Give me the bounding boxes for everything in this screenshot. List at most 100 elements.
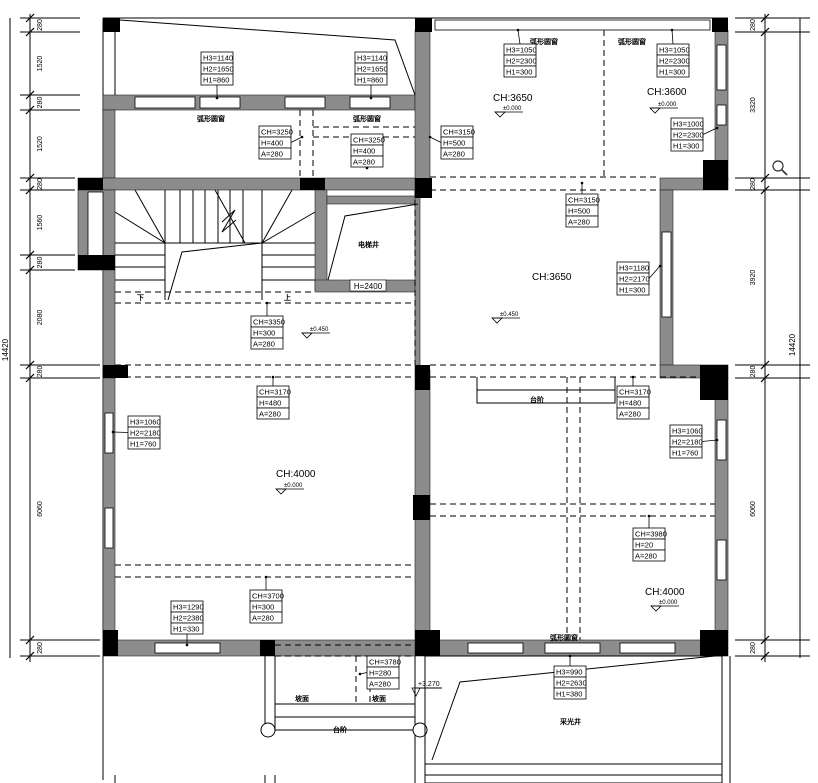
tag-anchor-dot: [111, 430, 115, 434]
level-mark: ±0.000: [650, 600, 679, 612]
tag-row: H=480: [259, 399, 281, 408]
dimension-label: 280: [750, 19, 757, 31]
tag-row: H2=2180: [130, 429, 161, 438]
dimension-label: 1520: [37, 56, 44, 72]
tag-row: H3=1060: [672, 427, 703, 436]
tag-row: H3=1060: [130, 418, 161, 427]
tag-cell: [440, 147, 474, 160]
tag-row: H3=1050: [659, 46, 690, 55]
tag-row: H2=1650: [203, 65, 234, 74]
tag-row: A=280: [568, 218, 590, 227]
tag-row: A=280: [261, 150, 283, 159]
tag-row: CH=3350: [253, 318, 285, 327]
level-triangle-icon: [491, 317, 503, 324]
tag-row: H=400: [261, 139, 283, 148]
tag-row: H=500: [443, 139, 465, 148]
tag-row: H2=2300: [506, 57, 537, 66]
dimension-label: 1520: [37, 136, 44, 152]
tag-row: A=280: [635, 552, 657, 561]
dimension-label: 6060: [750, 501, 757, 517]
tag-leader-line: [112, 431, 129, 433]
level-label: ±0.450: [500, 312, 519, 318]
tag-row: H1=860: [357, 76, 383, 85]
magnifier-icon[interactable]: [772, 160, 788, 176]
tag-anchor-dot: [647, 514, 651, 518]
tag-cell: [366, 677, 400, 690]
tag-row: CH=3250: [261, 128, 293, 137]
arc-window-label: 弧形圆窗: [550, 633, 578, 642]
tag-row: A=280: [253, 340, 275, 349]
tag-row: A=280: [443, 150, 465, 159]
tag-anchor-dot: [271, 375, 275, 379]
tag-cell: [258, 147, 292, 160]
tag-anchor-dot: [580, 181, 584, 185]
tag-cell: [250, 337, 284, 350]
tag-row: H3=1000: [673, 120, 704, 129]
tag-cell: [503, 65, 537, 78]
left-total-dimension: 14420: [1, 338, 10, 361]
tag-cell: [670, 139, 704, 152]
tag-row: CH=3700: [252, 592, 284, 601]
tag-row: H1=300: [619, 286, 645, 295]
arc-window-label: 弧形圆窗: [618, 37, 646, 46]
room-ceiling-height: CH:3650: [493, 93, 533, 104]
tag-anchor-dot: [715, 126, 719, 130]
tag-row: A=280: [619, 410, 641, 419]
dimension-label: 280: [750, 642, 757, 654]
dimension-label: 280: [37, 19, 44, 31]
tag-cell: [553, 687, 587, 700]
level-triangle-icon: [650, 605, 662, 612]
tag-row: H1=300: [659, 68, 685, 77]
porch-level-mark: +3.270: [411, 681, 442, 697]
tag-anchor-dot: [265, 301, 269, 305]
tag-cell: [616, 407, 650, 420]
staircase: [114, 189, 419, 301]
level-label: ±0.000: [284, 483, 303, 489]
tag-leader-line: [517, 29, 521, 45]
tag-row: H=500: [568, 207, 590, 216]
tag-leader-line: [701, 439, 718, 442]
level-triangle-icon: [649, 107, 661, 114]
tag-anchor-dot: [715, 438, 719, 442]
tag-row: H=480: [619, 399, 641, 408]
tag-leader-line: [429, 136, 442, 143]
tag-row: H3=1180: [619, 264, 649, 273]
interior-steps: [476, 377, 616, 404]
tag-leader-line: [290, 136, 303, 143]
tag-anchor-dot: [631, 375, 635, 379]
tag-cell: [127, 437, 161, 450]
tag-row: H3=990: [556, 668, 582, 677]
tag-anchor-dot: [215, 96, 219, 100]
arc-window-label: 弧形圆窗: [530, 37, 558, 46]
tag-leader-line: [671, 29, 674, 45]
tag-row: H2=2630: [556, 679, 587, 688]
extension-lines: [20, 17, 810, 657]
tag-anchor-dot: [369, 96, 373, 100]
tag-cell: [170, 622, 204, 635]
dimension-label: 2080: [37, 310, 44, 326]
dimension-label: 280: [37, 257, 44, 269]
tag-row: H3=1140: [203, 54, 233, 63]
arc-window-label: 弧形圆窗: [353, 114, 381, 123]
roof-edge-line: [119, 19, 416, 96]
tag-row: H1=300: [673, 142, 699, 151]
walls: [77, 18, 729, 657]
beam-lines: [115, 30, 715, 703]
tag-row: CH=3170: [259, 388, 291, 397]
dimension-label: 280: [37, 97, 44, 109]
tag-anchor-dot: [658, 264, 662, 268]
tag-row: H2=2180: [672, 438, 703, 447]
tag-row: H1=760: [130, 440, 156, 449]
tag-anchor-dot: [358, 672, 362, 676]
